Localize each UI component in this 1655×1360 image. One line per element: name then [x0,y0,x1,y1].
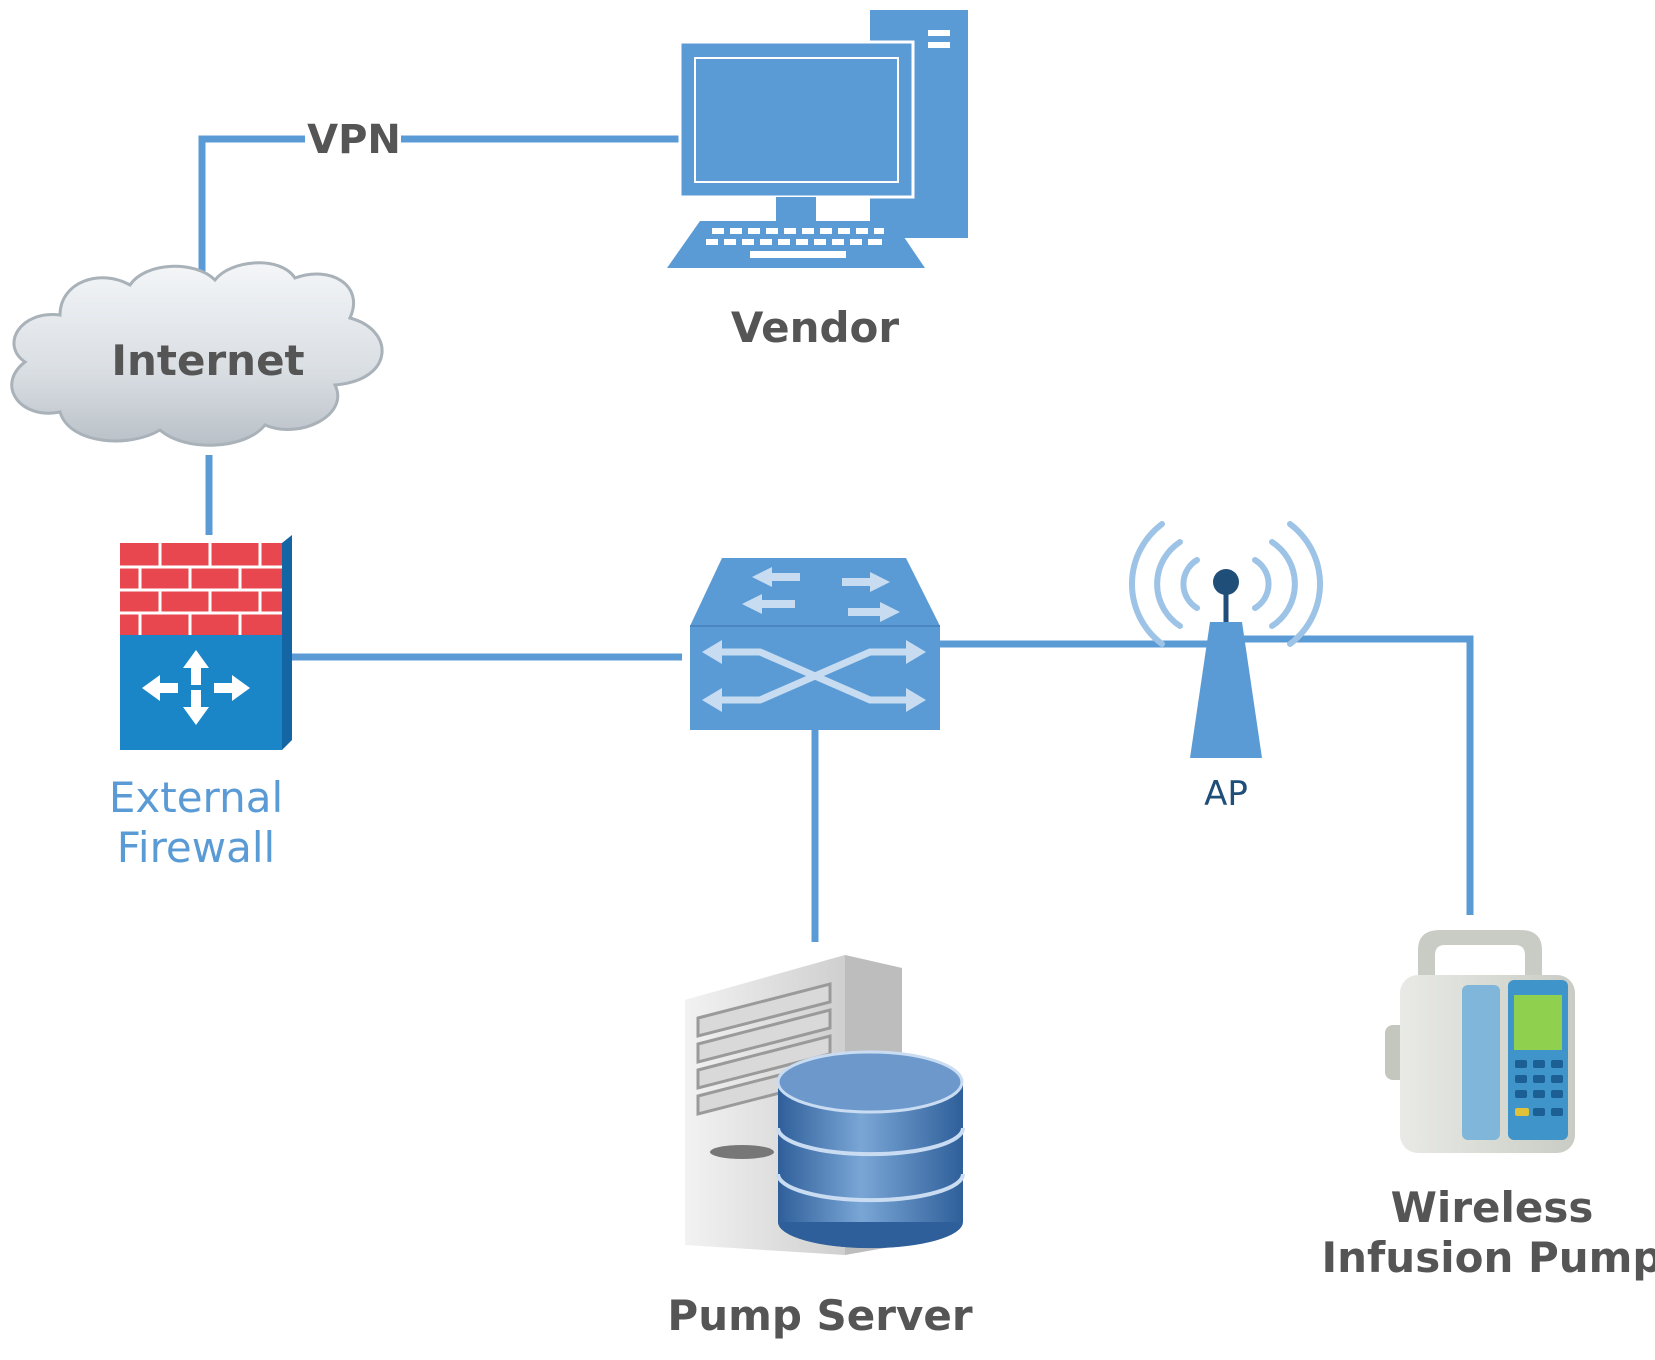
infusion-pump-icon [1385,930,1575,1153]
ap-pump-link [1232,635,1474,915]
wifi-waves [1129,521,1323,647]
cloud-icon [10,261,384,447]
desktop-computer-icon [667,10,968,268]
firewall-label-line2: Firewall [117,823,275,872]
ap-label: AP [1204,774,1248,814]
drive-slot [928,30,950,36]
ap-mast [1190,622,1262,758]
pump-server-label: Pump Server [667,1291,972,1340]
switch-cross-arrows [712,648,916,704]
monitor-stand [776,197,816,221]
internet-label: Internet [111,336,304,385]
firewall-side [282,535,292,750]
firewall-icon [120,535,292,750]
database-server-icon [685,955,965,1255]
drive-slot [928,42,950,48]
ap-antenna-tip [1213,569,1239,595]
vpn-label-bg [305,115,401,163]
switch-top [690,558,940,626]
pump-door [1462,985,1500,1140]
monitor [678,40,915,199]
links [198,135,1474,942]
pump-handle [1418,930,1542,985]
pump-label-line1: Wireless [1391,1183,1594,1232]
monitor-screen [694,57,899,183]
vendor-label: Vendor [731,303,900,352]
vpn-link [198,135,680,280]
keyboard-keys [706,228,884,258]
firewall-label-line1: External [109,773,283,822]
wireless-access-point-icon [1129,521,1323,758]
pump-display [1514,995,1562,1050]
network-switch-icon [690,558,940,730]
database-cylinder [776,1050,965,1249]
switch-arrows [742,567,900,622]
vpn-label: VPN [307,117,401,163]
pump-label-line2: Infusion Pump [1322,1233,1655,1282]
router-arrows-icon [142,650,250,725]
